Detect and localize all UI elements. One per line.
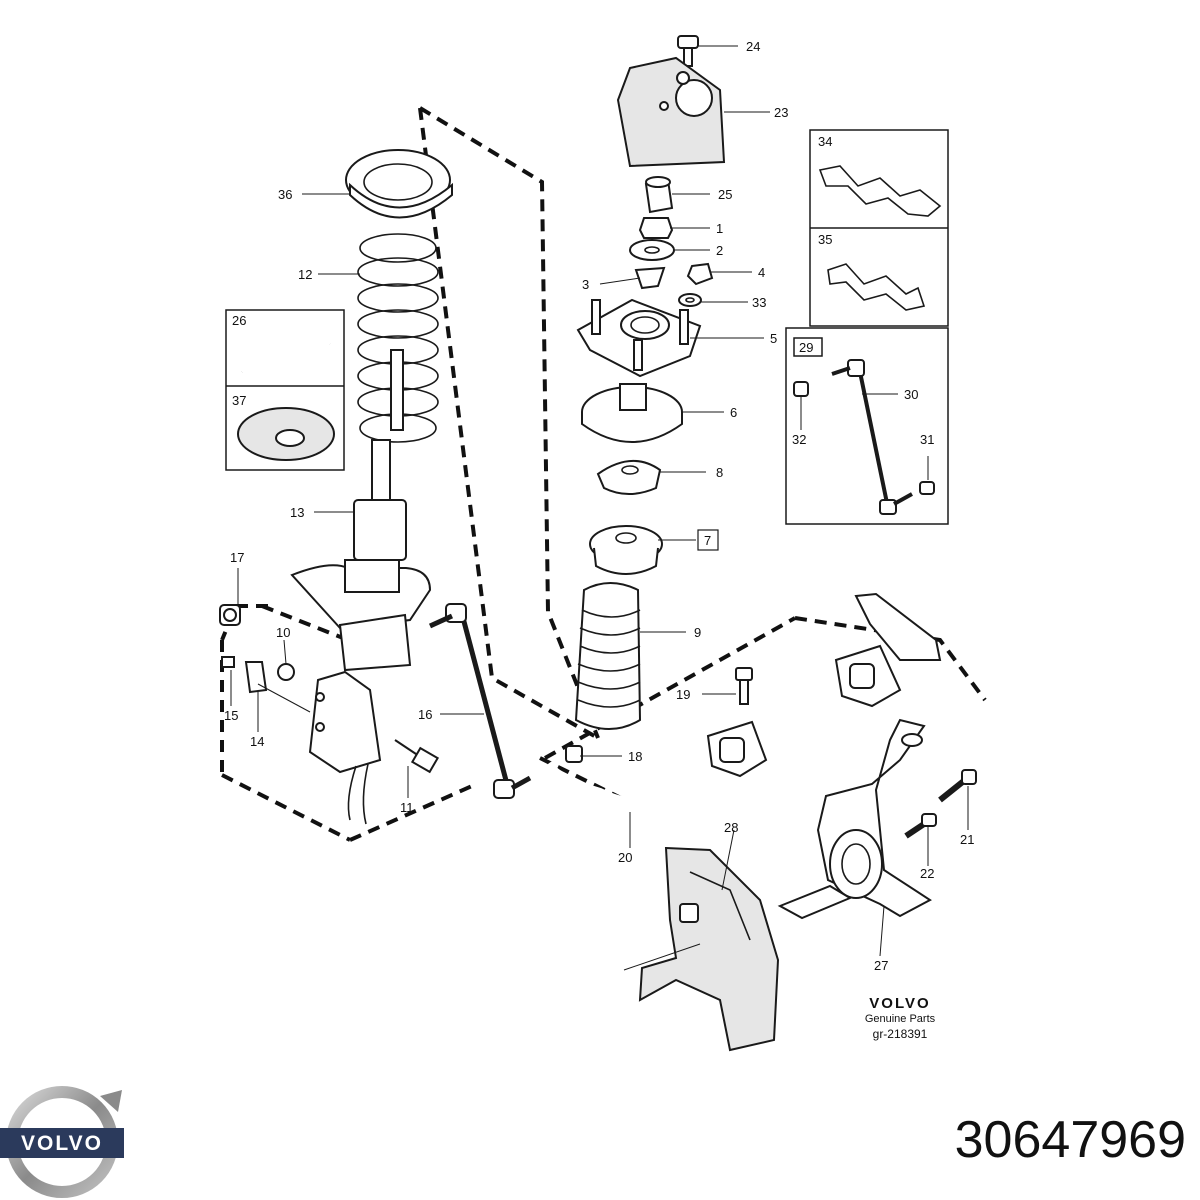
callout-28: 28 [724,820,738,835]
callout-1: 1 [716,221,723,236]
knuckle-bolt [938,769,977,803]
strut-mount [576,298,702,378]
footer-drawing-ref: gr-218391 [873,1027,928,1041]
callout-18: 18 [628,749,642,764]
leader-lines [230,45,969,971]
callout-6: 6 [730,405,737,420]
strut-cover [616,56,726,168]
part-number: 30647969 [954,1111,1186,1169]
callout-27: 27 [874,958,888,973]
inset-clips [809,129,949,327]
callout-20: 20 [618,850,632,865]
steering-knuckle [777,718,932,920]
link-nut [565,745,583,763]
callout-labels: 24 23 25 1 2 3 4 33 5 6 8 7 9 36 12 26 3… [224,39,974,973]
volvo-logo: VOLVO [0,1086,124,1198]
caliper-bolt [904,813,937,839]
upper-mount-stack [574,35,726,730]
callout-5: 5 [770,331,777,346]
callout-12: 12 [298,267,312,282]
callout-29: 29 [799,340,813,355]
mount-nut [686,262,714,286]
assembly-dashed-outlines [220,106,987,842]
footer-brand: VOLVO [869,995,930,1012]
coil-spring [357,233,439,443]
callout-11: 11 [400,800,414,815]
bushing-clamp-right [834,644,902,708]
callout-14: 14 [250,734,264,749]
shock-absorber [290,439,432,825]
inset-spring-isolator [225,309,345,471]
inset-stabilizer-link [785,327,949,525]
stabilizer-link-front [428,603,532,799]
callout-16: 16 [418,707,432,722]
callout-34: 34 [818,134,832,149]
subframe-bracket [854,592,942,661]
callout-10: 10 [276,625,290,640]
spring-seat [596,459,662,495]
bump-stop [589,525,663,575]
brake-dust-shield [638,846,780,1052]
stabilizer-bar [544,668,873,806]
clamp-bolt [735,667,753,705]
callout-22: 22 [920,866,934,881]
knuckle-assembly [638,718,977,1052]
callout-7-box [697,529,719,551]
callout-15: 15 [224,708,238,723]
dust-boot [574,582,642,730]
stabilizer-bar-assembly [428,592,942,806]
callout-36: 36 [278,187,292,202]
callout-25: 25 [718,187,732,202]
callout-30: 30 [904,387,918,402]
callout-4: 4 [758,265,765,280]
callout-33: 33 [752,295,766,310]
callout-24: 24 [746,39,760,54]
callout-7: 7 [704,533,711,548]
callout-3: 3 [582,277,589,292]
drawing-footer: VOLVO Genuine Parts gr-218391 [865,995,936,1041]
callout-26: 26 [232,313,246,328]
callout-23: 23 [774,105,788,120]
retainer [634,266,666,290]
upper-spring-seat [345,149,453,219]
bushing-clamp-left [706,720,768,778]
strut-bearing [581,383,683,443]
top-washer [629,239,675,261]
footer-genuine-parts: Genuine Parts [865,1013,936,1025]
top-nut [638,217,674,239]
callout-35: 35 [818,232,832,247]
callout-13: 13 [290,505,304,520]
callout-17: 17 [230,550,244,565]
volvo-logo-text: VOLVO [21,1132,103,1155]
callout-2: 2 [716,243,723,258]
callout-32: 32 [792,432,806,447]
cap-bolt [677,35,699,67]
mount-washer [678,293,702,307]
callout-9: 9 [694,625,701,640]
strut-assembly [219,149,453,825]
callout-37: 37 [232,393,246,408]
callout-21: 21 [960,832,974,847]
callout-31: 31 [920,432,934,447]
callout-8: 8 [716,465,723,480]
callout-19: 19 [676,687,690,702]
strut-fasteners [219,604,440,774]
dust-cap [644,176,674,214]
